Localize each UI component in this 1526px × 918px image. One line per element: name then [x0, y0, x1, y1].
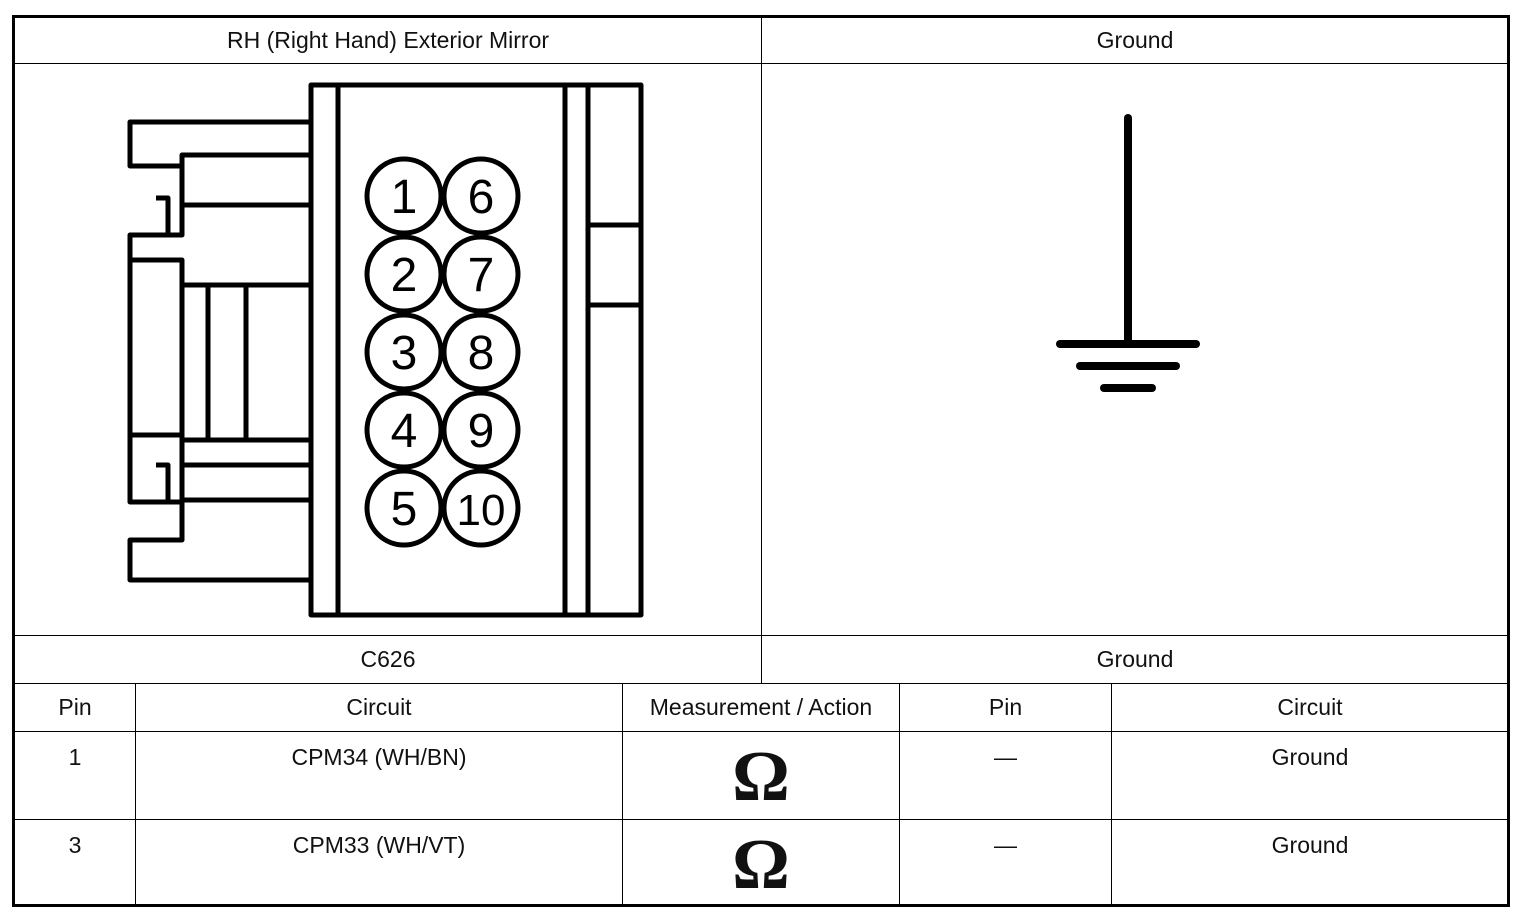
- connector-title: RH (Right Hand) Exterior Mirror: [226, 27, 550, 53]
- divider: [1111, 684, 1112, 905]
- table-row-1-circuit: CPM34 (WH/BN): [291, 744, 467, 770]
- pin-8-circle: [441, 312, 521, 392]
- pin-6-label: 6: [468, 171, 495, 224]
- pin-1-label: 1: [391, 171, 418, 224]
- pin-3-circle: [364, 312, 444, 392]
- pin-9-circle: [441, 390, 521, 470]
- pin-8-label: 8: [468, 327, 495, 380]
- table-row-1-pin-2: —: [994, 744, 1017, 770]
- pin-10-circle: [441, 468, 521, 548]
- ohm-icon: Ω: [732, 824, 790, 904]
- col-header-measurement: Measurement / Action: [649, 694, 873, 720]
- divider: [14, 683, 1508, 684]
- pin-1-circle: [364, 156, 444, 236]
- divider: [14, 819, 1508, 820]
- table-row-1-pin: 1: [68, 744, 82, 770]
- ohm-icon: Ω: [732, 736, 790, 816]
- table-row-2-pin: 3: [68, 832, 82, 858]
- table-row-2-circuit: CPM33 (WH/VT): [292, 832, 466, 858]
- pin-10-label: 10: [457, 486, 506, 535]
- pin-5-circle: [364, 468, 444, 548]
- pin-9-label: 9: [468, 405, 495, 458]
- col-header-pin: Pin: [58, 694, 92, 720]
- table-row-2-circuit-2: Ground: [1271, 832, 1349, 858]
- pin-3-label: 3: [391, 327, 418, 380]
- divider: [899, 684, 900, 905]
- ground-title: Ground: [1096, 27, 1174, 53]
- divider: [135, 684, 136, 905]
- divider: [622, 684, 623, 905]
- pin-4-label: 4: [391, 405, 418, 458]
- col-header-pin-2: Pin: [988, 694, 1023, 720]
- ground-label: Ground: [1096, 646, 1174, 672]
- pin-7-label: 7: [468, 249, 495, 302]
- divider: [14, 731, 1508, 732]
- pin-6-circle: [441, 156, 521, 236]
- table-row-1-circuit-2: Ground: [1271, 744, 1349, 770]
- pin-7-circle: [441, 234, 521, 314]
- connector-id: C626: [360, 646, 416, 672]
- divider: [761, 17, 762, 683]
- col-header-circuit-2: Circuit: [1277, 694, 1343, 720]
- table-row-2-pin-2: —: [994, 832, 1017, 858]
- connector-face-diagram: 1 2 3 4 5 6 7 8 9 10: [127, 82, 644, 618]
- col-header-circuit: Circuit: [346, 694, 412, 720]
- pin-5-label: 5: [391, 483, 418, 536]
- pin-2-label: 2: [391, 249, 418, 302]
- wiring-table-frame: [12, 15, 1510, 907]
- pin-4-circle: [364, 390, 444, 470]
- pin-2-circle: [364, 234, 444, 314]
- ground-icon: [1056, 114, 1200, 392]
